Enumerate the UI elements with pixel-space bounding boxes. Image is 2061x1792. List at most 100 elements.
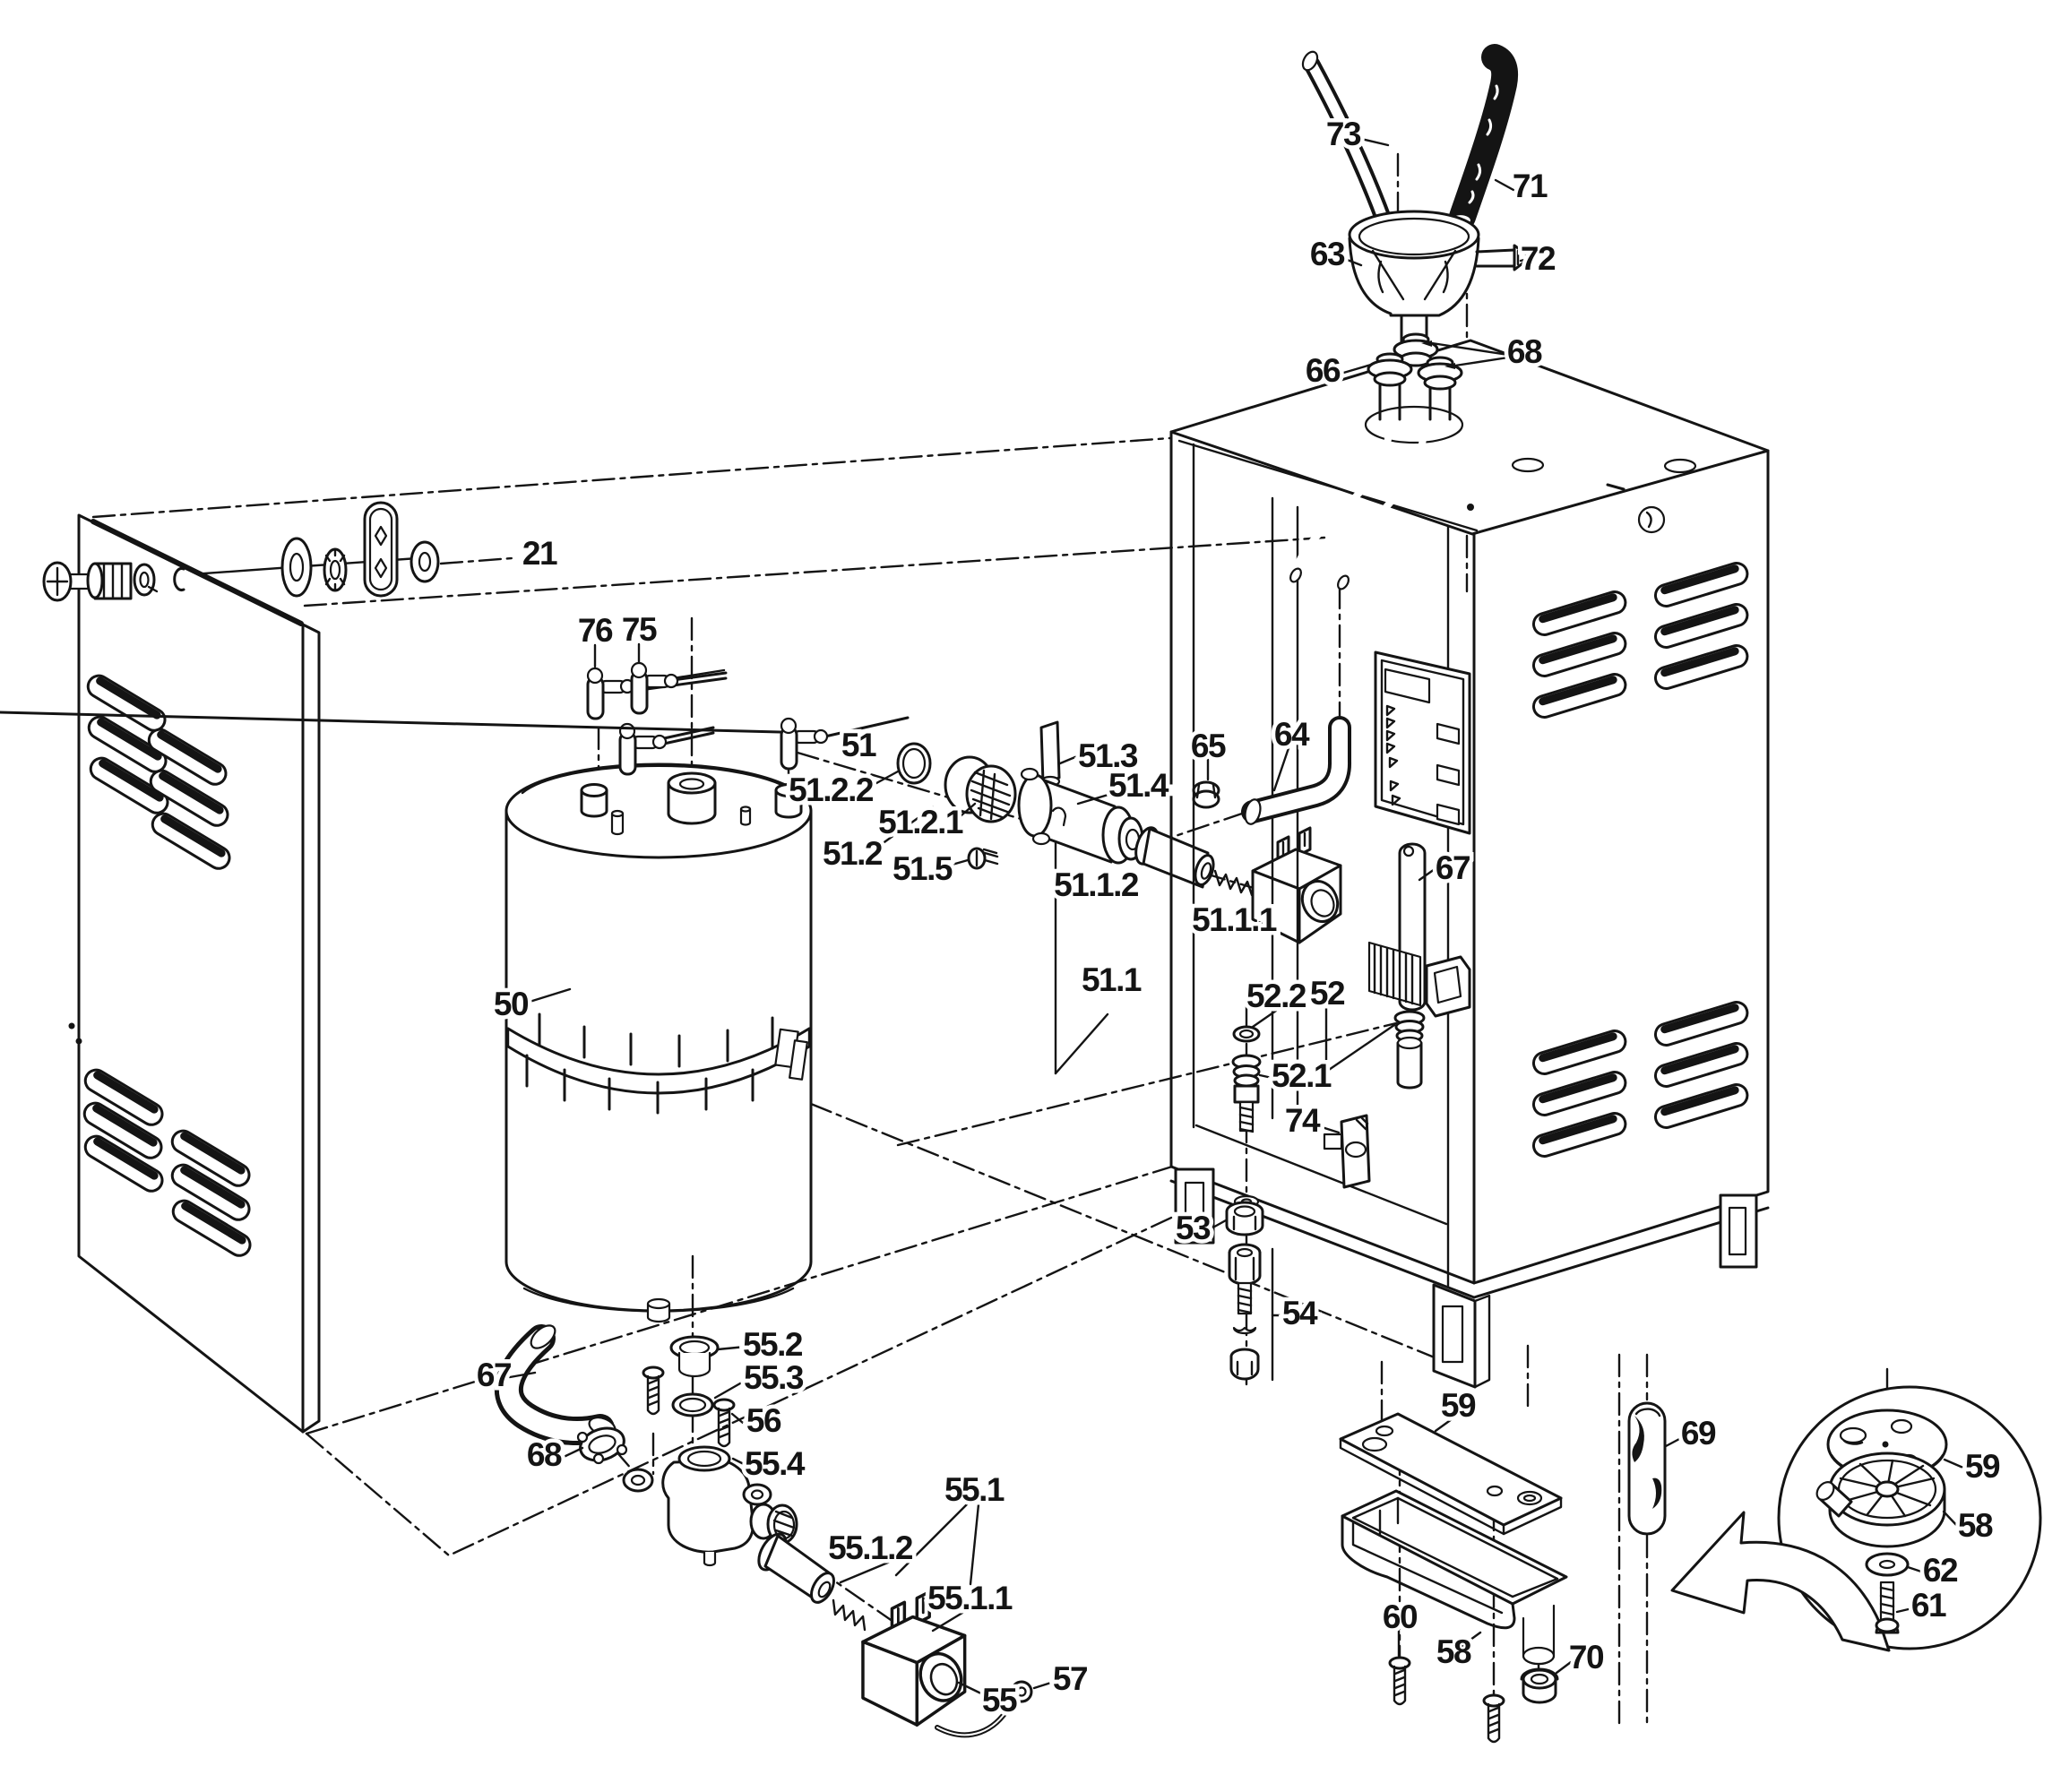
detail-impeller-58 — [1815, 1452, 1946, 1548]
funnel-63 — [1348, 210, 1480, 358]
callout-69: 69 — [1681, 1415, 1716, 1452]
screw-51-5 — [967, 847, 999, 870]
lock-hardware-set — [42, 501, 440, 602]
screw-60a — [1388, 1656, 1411, 1706]
callout-51.1: 51.1 — [1082, 961, 1142, 998]
spring — [832, 1598, 867, 1632]
callout-55.4: 55.4 — [745, 1445, 806, 1482]
callout-74: 74 — [1285, 1102, 1321, 1139]
nut-53 — [1225, 1201, 1264, 1236]
callout-51.2.1: 51.2.1 — [878, 804, 963, 840]
callout-68-top: 68 — [1507, 333, 1542, 370]
washer-round — [410, 540, 440, 583]
callout-55.1.2: 55.1.2 — [828, 1529, 913, 1566]
callout-51.3: 51.3 — [1078, 737, 1138, 774]
callout-55.1: 55.1 — [944, 1471, 1005, 1508]
callout-63: 63 — [1310, 236, 1345, 272]
callout-67-hose: 67 — [477, 1357, 511, 1393]
leader-lines — [508, 137, 1967, 1698]
callout-51.1.1: 51.1.1 — [1192, 901, 1277, 938]
callout-57: 57 — [1053, 1660, 1087, 1697]
callout-56: 56 — [746, 1402, 781, 1439]
clamp-68 — [576, 1426, 628, 1465]
cable-57 — [935, 1680, 1033, 1738]
level-probes — [0, 661, 910, 776]
control-panel — [1374, 650, 1471, 835]
callout-58-detail: 58 — [1958, 1507, 1993, 1544]
callout-76: 76 — [578, 612, 613, 649]
escutcheon-plate — [363, 501, 399, 598]
callout-59-tray: 59 — [1441, 1387, 1476, 1424]
insert-55-2 — [669, 1335, 720, 1378]
fitting-52-1-installed — [1393, 1010, 1426, 1090]
callout-75: 75 — [622, 611, 657, 648]
feed-fitting-group — [1225, 1025, 1371, 1381]
callout-21: 21 — [522, 535, 557, 572]
drip-tray-assembly — [1339, 1401, 1667, 1744]
elbow-hose-67 — [495, 1324, 617, 1446]
fill-valve-assembly — [495, 1324, 1033, 1738]
lock-barrel — [86, 562, 133, 600]
screw-56b — [712, 1398, 736, 1448]
screw-56a — [642, 1366, 665, 1416]
washer-large — [280, 537, 313, 598]
sleeve-69 — [1627, 1401, 1667, 1536]
valve-body-51-4 — [1017, 767, 1144, 865]
callout-64: 64 — [1274, 716, 1310, 753]
filter-51-2-1 — [944, 755, 1017, 823]
callout-67-cabinet: 67 — [1436, 849, 1470, 886]
steam-outlet-group — [1301, 44, 1532, 421]
callout-51.2: 51.2 — [823, 835, 883, 872]
cabinet-louvers — [1531, 561, 1749, 1159]
side-panel — [68, 513, 321, 1434]
handle-71 — [1448, 44, 1519, 230]
detail-screw-61 — [1875, 1581, 1900, 1634]
fitting-52-1 — [1231, 1054, 1262, 1133]
hose-73 — [1301, 50, 1393, 231]
cabinet-interior — [1192, 419, 1471, 1090]
washer-tab — [133, 563, 159, 597]
tank-band — [506, 1012, 811, 1115]
cabinet-feet — [1174, 1167, 1758, 1389]
bracket-74 — [1323, 1114, 1371, 1189]
callout-71: 71 — [1513, 168, 1548, 204]
o-ring-55-3 — [671, 1392, 714, 1417]
fitting-54 — [1228, 1243, 1262, 1381]
callout-51.5: 51.5 — [893, 850, 953, 887]
callout-52.1: 52.1 — [1272, 1057, 1332, 1094]
screw-60b — [1482, 1693, 1505, 1744]
callout-52: 52 — [1310, 975, 1345, 1012]
cover-plate-59 — [1339, 1412, 1563, 1536]
spring — [1213, 869, 1254, 897]
o-ring-51-2-2 — [896, 742, 932, 785]
callout-51.2.2: 51.2.2 — [789, 771, 874, 808]
star-washer — [323, 547, 348, 592]
side-fastener — [1637, 505, 1666, 534]
callout-65: 65 — [1191, 728, 1226, 764]
cabinet — [1169, 339, 1770, 1389]
outlet-pipes — [1367, 332, 1463, 421]
callout-55.1.1: 55.1.1 — [927, 1580, 1013, 1616]
pipe-64 — [1241, 716, 1351, 825]
callout-55: 55 — [982, 1682, 1017, 1719]
heater-element — [1367, 941, 1422, 1007]
detail-washer-62 — [1865, 1552, 1910, 1577]
callout-61: 61 — [1911, 1587, 1946, 1624]
plunger-51-1-2 — [1134, 826, 1215, 889]
callout-72: 72 — [1521, 240, 1556, 277]
drain-valve-assembly — [896, 720, 1345, 944]
nut-65 — [1192, 780, 1220, 809]
plunger-55-1-2 — [757, 1532, 835, 1604]
callout-53: 53 — [1176, 1210, 1211, 1246]
callout-68-clamp: 68 — [527, 1436, 562, 1473]
callout-52.2: 52.2 — [1246, 978, 1306, 1014]
callout-66: 66 — [1306, 352, 1341, 389]
callout-55.3: 55.3 — [744, 1359, 804, 1396]
callout-70: 70 — [1569, 1639, 1604, 1676]
tank-bosses — [580, 771, 803, 836]
callout-59-detail: 59 — [1965, 1448, 2000, 1485]
callout-51: 51 — [841, 727, 876, 763]
